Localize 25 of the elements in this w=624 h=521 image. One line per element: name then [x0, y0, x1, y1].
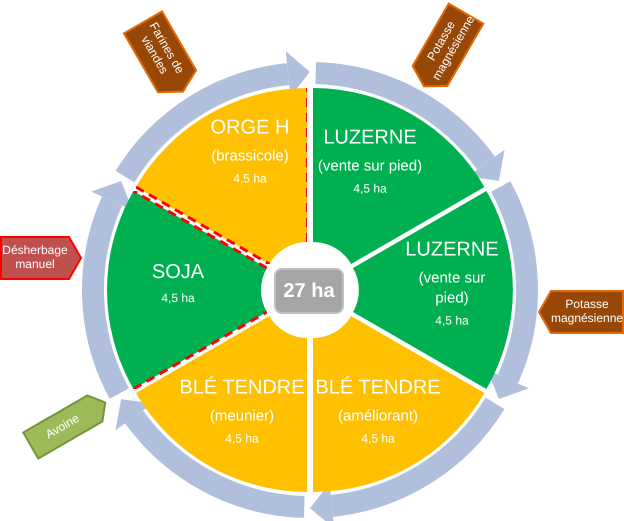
tag-label: Potasse magnésienne: [550, 298, 624, 326]
crop-name: SOJA: [152, 260, 204, 285]
crop-note: (améliorant): [338, 406, 418, 426]
crop-note: (vente sur pied): [418, 268, 486, 308]
area-label: 4,5 ha: [225, 432, 259, 446]
crop-name: BLÉ TENDRE: [315, 375, 441, 400]
total-area-box: 27 ha: [274, 268, 344, 314]
crop-note: (meunier): [210, 406, 274, 426]
crop-sector: [136, 316, 308, 492]
area-label: 4,5 ha: [361, 432, 395, 446]
area-label: 4,5 ha: [233, 172, 267, 186]
crop-sector: [312, 316, 484, 492]
crop-name: LUZERNE: [405, 238, 499, 262]
crop-name: BLÉ TENDRE: [179, 375, 305, 400]
crop-note: (vente sur pied): [318, 156, 422, 176]
input-tag: [0, 236, 82, 280]
crop-name: LUZERNE: [323, 125, 417, 150]
area-label: 4,5 ha: [435, 314, 469, 328]
area-label: 4,5 ha: [353, 182, 387, 196]
input-tag: [538, 290, 624, 334]
crop-sector: [136, 88, 308, 264]
tag-label: Désherbage manuel: [1, 244, 69, 272]
crop-note: (brassicole): [211, 146, 289, 166]
crop-name: ORGE H: [210, 115, 290, 140]
area-label: 4,5 ha: [161, 291, 195, 305]
